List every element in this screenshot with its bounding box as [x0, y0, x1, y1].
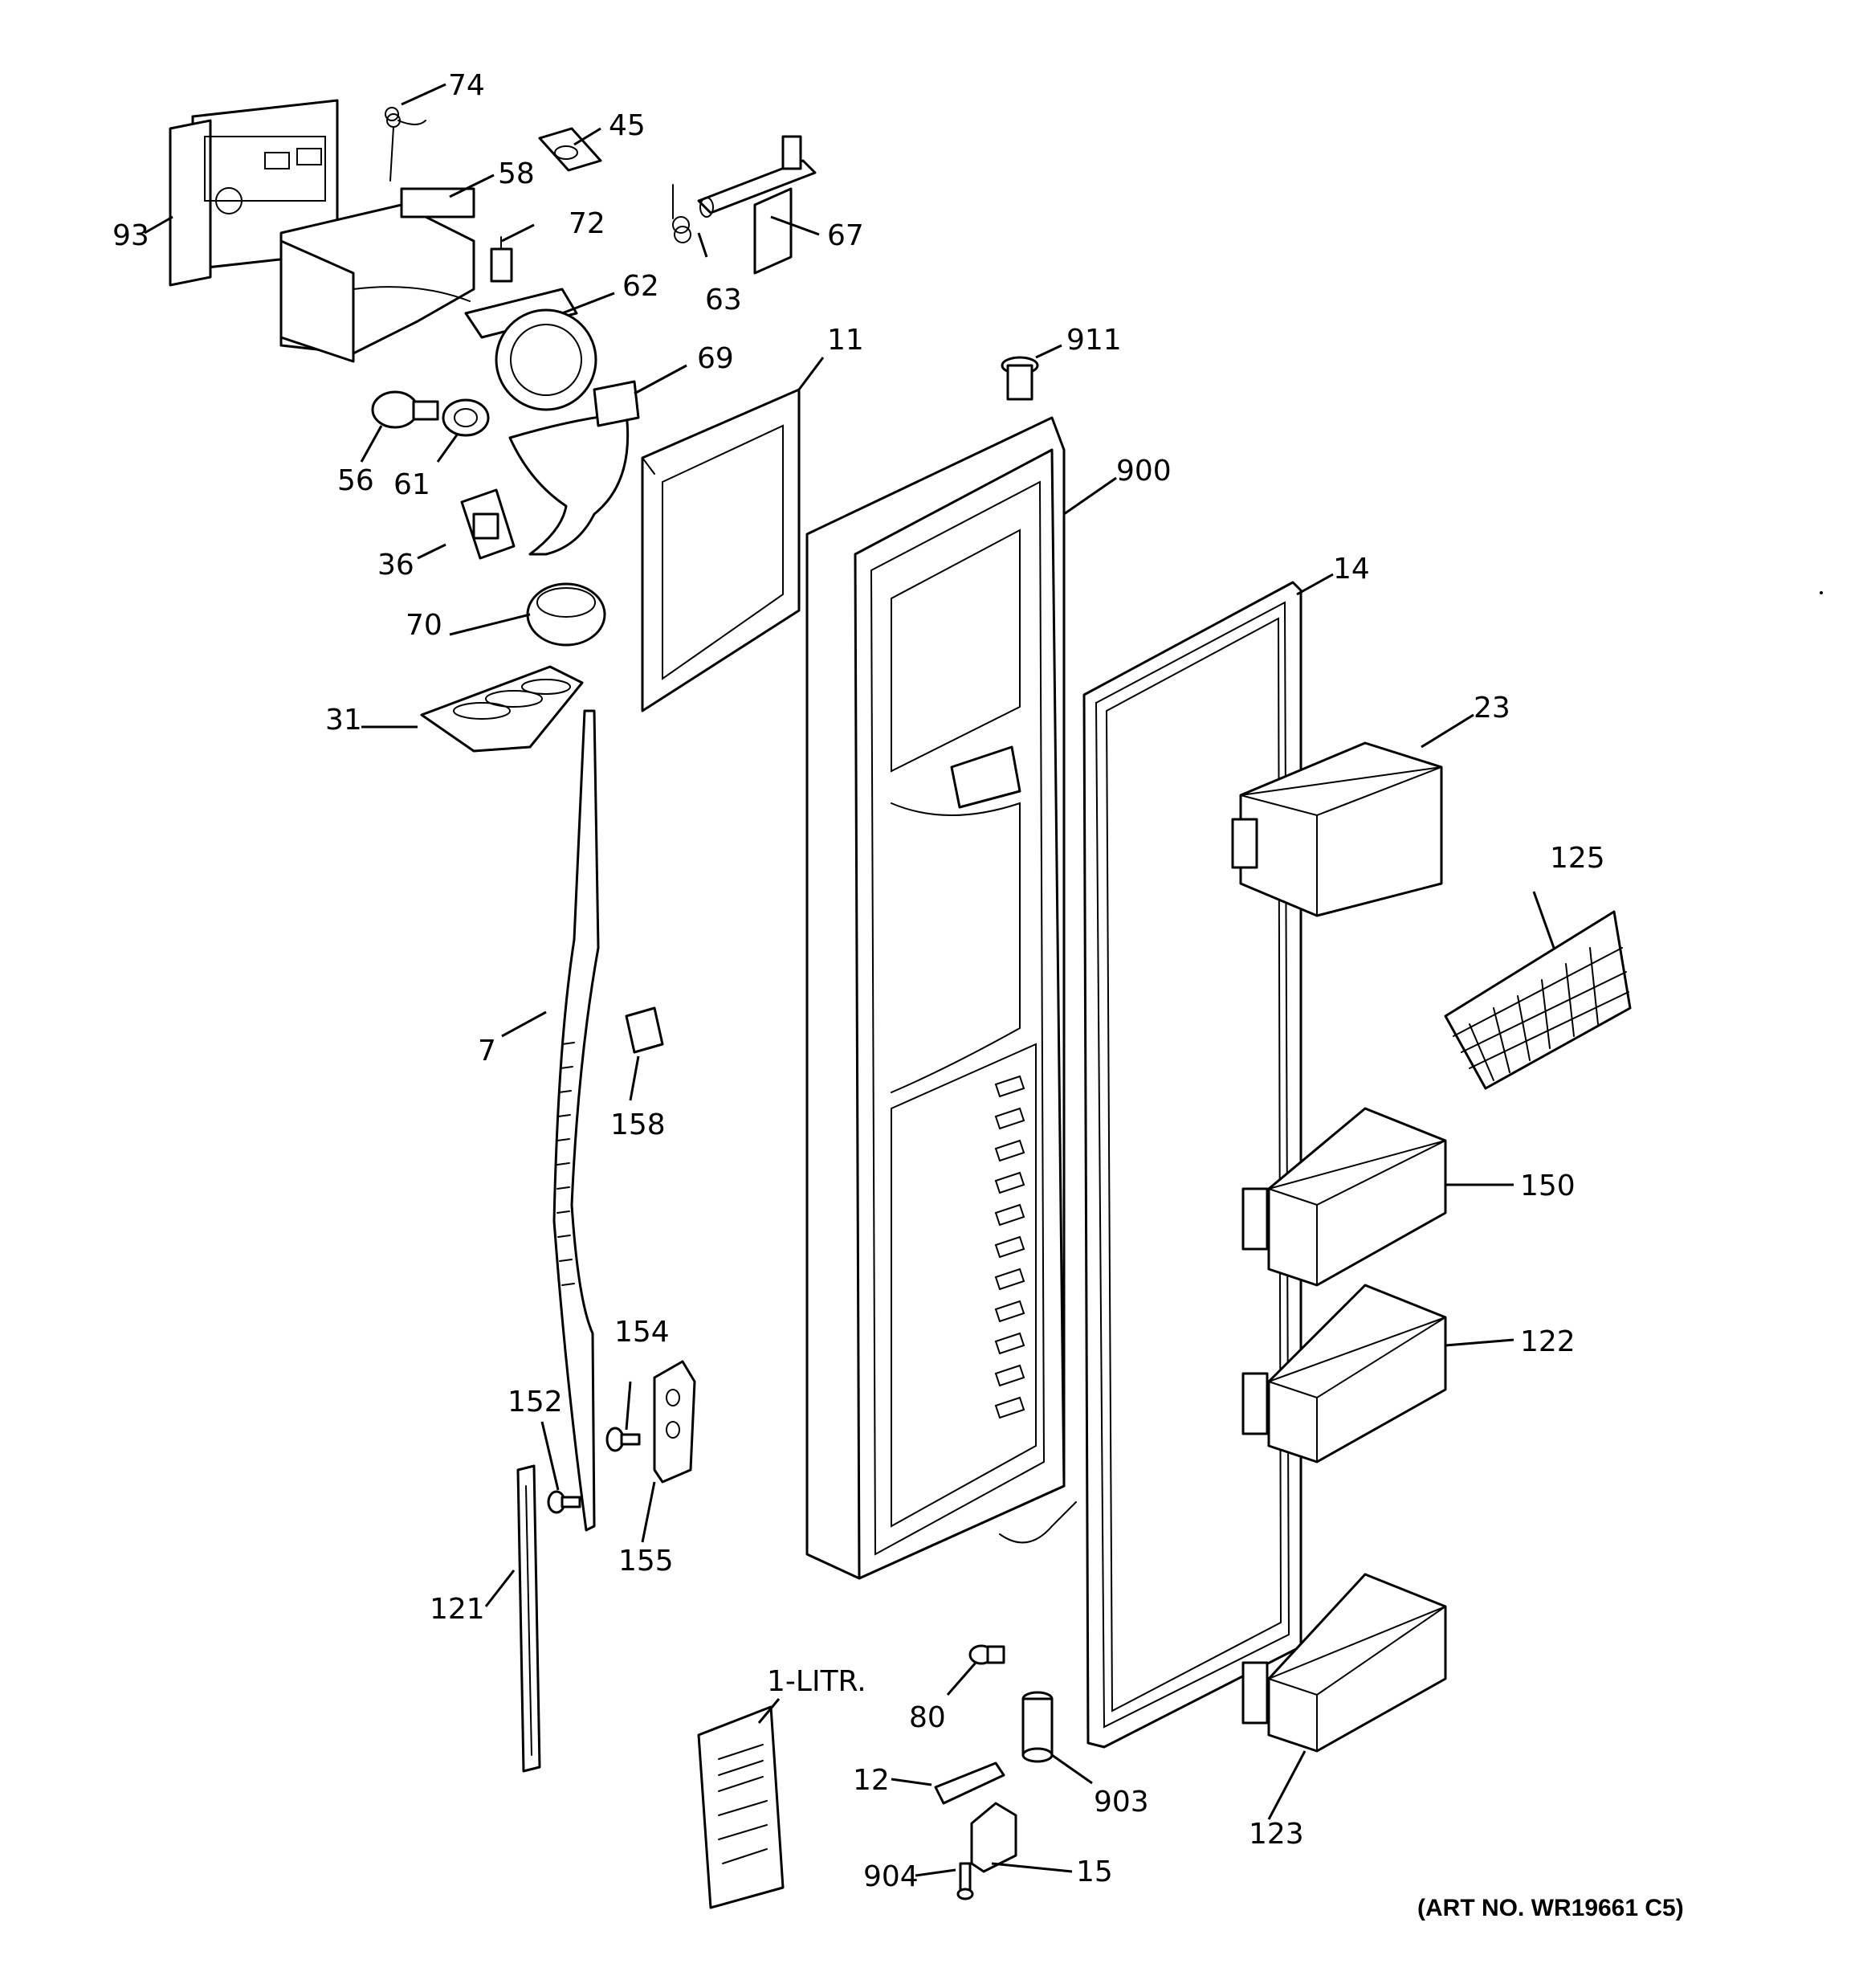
callout-80: 80 [909, 1701, 946, 1734]
part-80-plug [968, 1644, 1005, 1665]
part-121-trim [516, 1464, 541, 1773]
callout-93: 93 [112, 219, 149, 252]
part-70-ring [526, 582, 606, 647]
callout-122: 122 [1520, 1325, 1576, 1358]
part-93-control-panel [169, 99, 339, 287]
part-150-bin [1241, 1107, 1447, 1287]
part-11-dispenser-frame [641, 388, 801, 712]
callout-12: 12 [853, 1764, 890, 1797]
part-900-door [805, 416, 1077, 1580]
art-number: (ART NO. WR19661 C5) [1417, 1895, 1684, 1921]
part-58-dispenser-housing [279, 187, 475, 363]
callout-150: 150 [1520, 1170, 1576, 1202]
callout-911: 911 [1066, 324, 1122, 357]
callout-154: 154 [614, 1316, 670, 1349]
callout-61: 61 [393, 468, 430, 501]
callout-155: 155 [618, 1545, 674, 1578]
part-158-clip [625, 1006, 664, 1054]
callout-58: 58 [498, 157, 535, 190]
callout-15: 15 [1076, 1855, 1113, 1888]
callout-152: 152 [508, 1386, 563, 1419]
callout-11: 11 [827, 324, 864, 357]
part-15-hinge-cover [970, 1802, 1017, 1873]
part-154-screw [605, 1427, 641, 1452]
callout-125: 125 [1550, 842, 1605, 875]
callout-45: 45 [609, 109, 646, 142]
callout-23: 23 [1474, 692, 1510, 725]
stray-dot [1820, 591, 1823, 594]
callout-63: 63 [705, 284, 742, 316]
part-36-actuator [460, 488, 516, 560]
callout-36: 36 [377, 549, 414, 582]
part-45-bracket [538, 127, 602, 172]
callout-69: 69 [697, 342, 734, 375]
part-69-chute [508, 380, 640, 556]
part-72-switch [490, 236, 513, 283]
callout-14: 14 [1333, 553, 1370, 586]
part-14-gasket [1082, 581, 1302, 1749]
part-31-grille [420, 665, 584, 753]
callout-70: 70 [406, 609, 442, 642]
callout-67: 67 [827, 219, 864, 252]
callouts: 74 45 58 93 72 67 63 62 911 11 69 56 61 … [112, 69, 1684, 1921]
part-56-bulb [371, 390, 439, 429]
callout-72: 72 [569, 207, 605, 240]
part-152-screw [547, 1490, 581, 1514]
part-23-bin [1231, 741, 1443, 917]
callout-74: 74 [448, 69, 485, 102]
callout-123: 123 [1249, 1818, 1304, 1851]
part-155-hinge [653, 1360, 696, 1484]
part-911-cap [1001, 356, 1039, 401]
callout-900: 900 [1116, 455, 1172, 488]
callout-62: 62 [622, 270, 659, 303]
callout-904: 904 [863, 1860, 919, 1893]
callout-56: 56 [337, 464, 374, 497]
part-1-litr-literature [697, 1705, 785, 1909]
part-63-spring [672, 184, 691, 243]
leader-lines [144, 83, 1555, 1877]
part-61-socket [442, 398, 490, 437]
part-62-duct [464, 288, 597, 411]
callout-121: 121 [430, 1593, 485, 1626]
part-7-handle [552, 709, 600, 1532]
part-74-spring [385, 107, 426, 182]
callout-31: 31 [325, 704, 362, 737]
callout-903: 903 [1094, 1786, 1149, 1819]
part-123-bin [1241, 1573, 1447, 1753]
part-125-wire-basket [1444, 910, 1632, 1090]
callout-7: 7 [478, 1035, 496, 1067]
part-122-bin [1241, 1284, 1447, 1463]
part-904-screw [956, 1862, 974, 1900]
callout-1-litr: 1-LITR. [767, 1665, 866, 1698]
part-12-bracket [934, 1761, 1005, 1805]
callout-158: 158 [610, 1108, 666, 1141]
part-67-hinge-bracket [697, 135, 817, 275]
part-903-tube [1021, 1691, 1054, 1763]
